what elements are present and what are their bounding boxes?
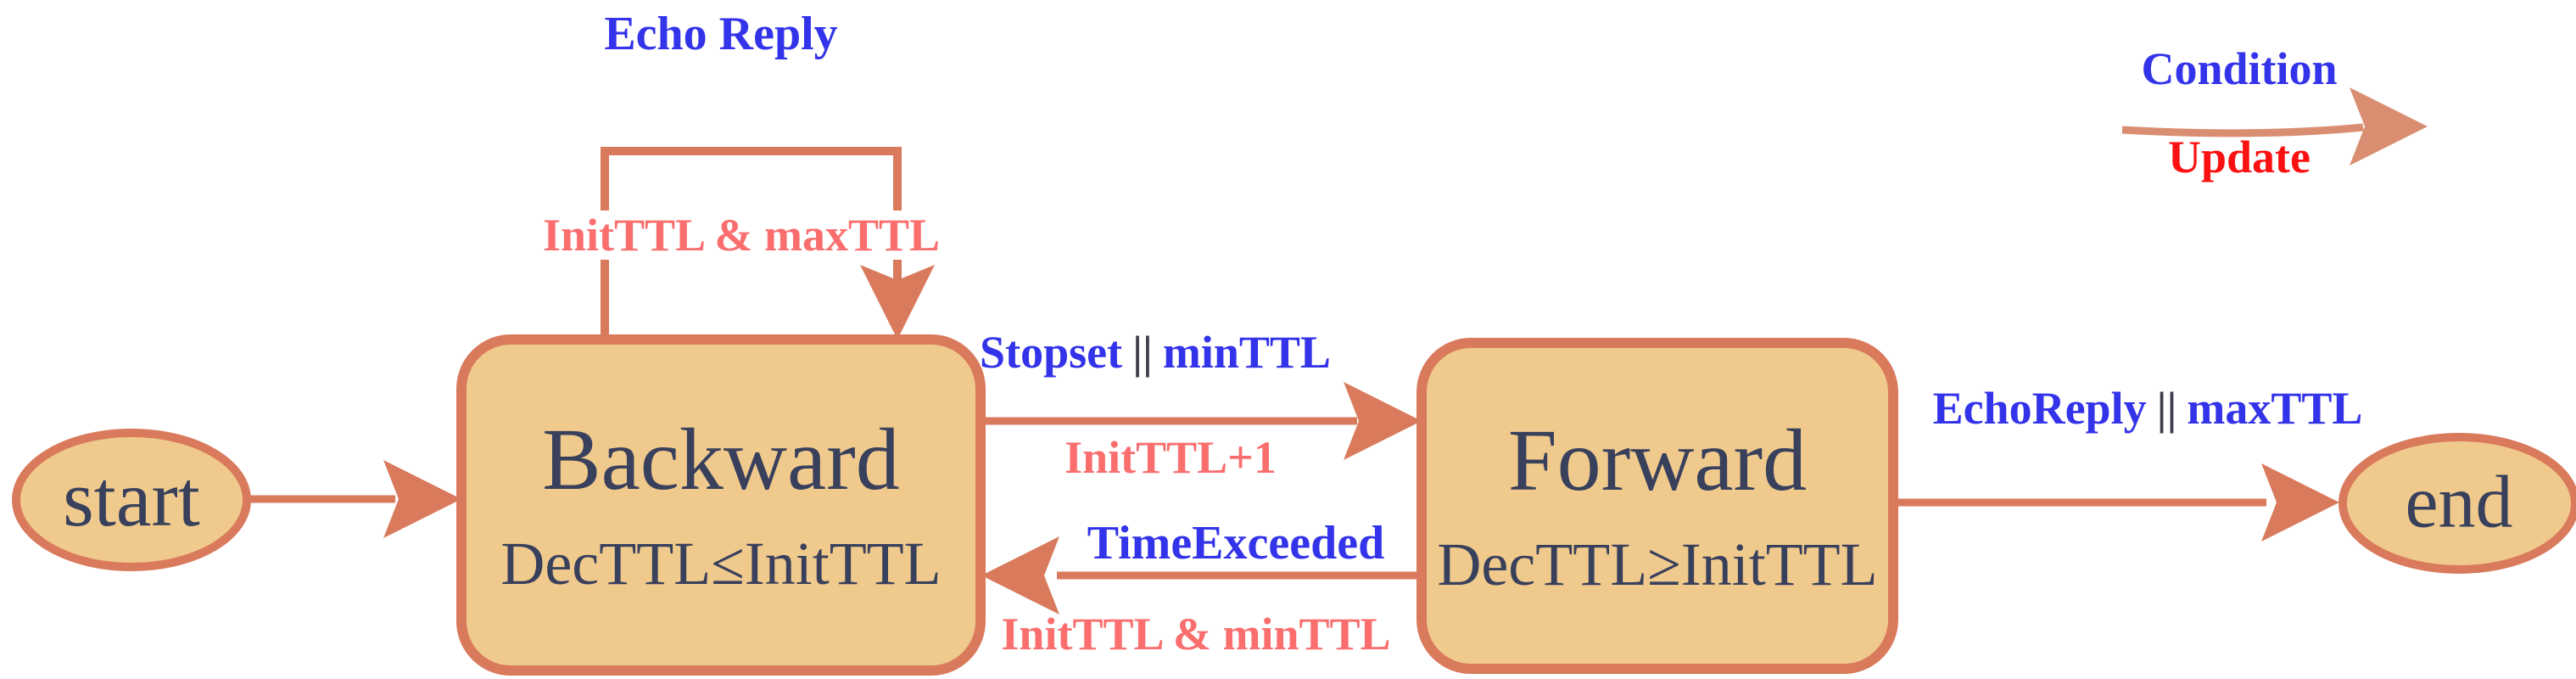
condition-term: minTTL bbox=[1162, 327, 1331, 378]
backward-state-subtitle: DecTTL≤InitTTL bbox=[500, 530, 942, 598]
forward-state-subtitle: DecTTL≥InitTTL bbox=[1437, 530, 1878, 598]
forward-state-shape bbox=[1417, 338, 1898, 674]
start-node-shape bbox=[12, 429, 251, 571]
forward-to-end-condition-label: EchoReply||maxTTL bbox=[1933, 385, 2363, 431]
end-node-label: end bbox=[2405, 461, 2513, 544]
forward-to-end-arrow bbox=[1894, 463, 2339, 542]
backward-state: Backward DecTTL≤InitTTL bbox=[461, 340, 981, 671]
backward-to-forward-condition-label: Stopset||minTTL bbox=[980, 329, 1331, 375]
right-arrowhead-icon bbox=[2350, 87, 2428, 166]
condition-term: Stopset bbox=[980, 327, 1123, 378]
legend-arrow bbox=[2121, 87, 2428, 166]
start-to-backward-arrow bbox=[248, 460, 461, 538]
or-separator: || bbox=[2156, 383, 2177, 434]
left-arrowhead-icon bbox=[981, 536, 1059, 614]
forward-to-backward-update-label: InitTTL & minTTL bbox=[1001, 609, 1391, 659]
right-arrowhead-icon bbox=[1344, 382, 1422, 460]
or-separator: || bbox=[1132, 327, 1153, 378]
forward-state-title: Forward bbox=[1507, 412, 1808, 509]
self-loop-arrowhead-icon bbox=[860, 265, 935, 340]
backward-state-title: Backward bbox=[542, 411, 900, 508]
end-node-shape bbox=[2339, 433, 2576, 574]
forward-to-backward-condition-label: TimeExceeded bbox=[1087, 517, 1385, 570]
backward-to-forward-arrow bbox=[982, 382, 1422, 460]
right-arrowhead-icon bbox=[2261, 463, 2339, 542]
self-loop-condition-label: Echo Reply bbox=[604, 8, 838, 60]
start-node-label: start bbox=[63, 455, 200, 544]
backward-state-shape bbox=[456, 334, 986, 676]
legend-update-label: Update bbox=[2167, 132, 2311, 182]
condition-term: maxTTL bbox=[2187, 383, 2363, 434]
self-loop-update-label: InitTTL & maxTTL bbox=[532, 210, 951, 260]
legend-condition-label: Condition bbox=[2141, 43, 2338, 94]
forward-state: Forward DecTTL≥InitTTL bbox=[1422, 343, 1893, 669]
right-arrowhead-icon bbox=[383, 460, 461, 538]
backward-to-forward-update-label: InitTTL+1 bbox=[1064, 432, 1277, 483]
condition-term: EchoReply bbox=[1932, 383, 2147, 434]
